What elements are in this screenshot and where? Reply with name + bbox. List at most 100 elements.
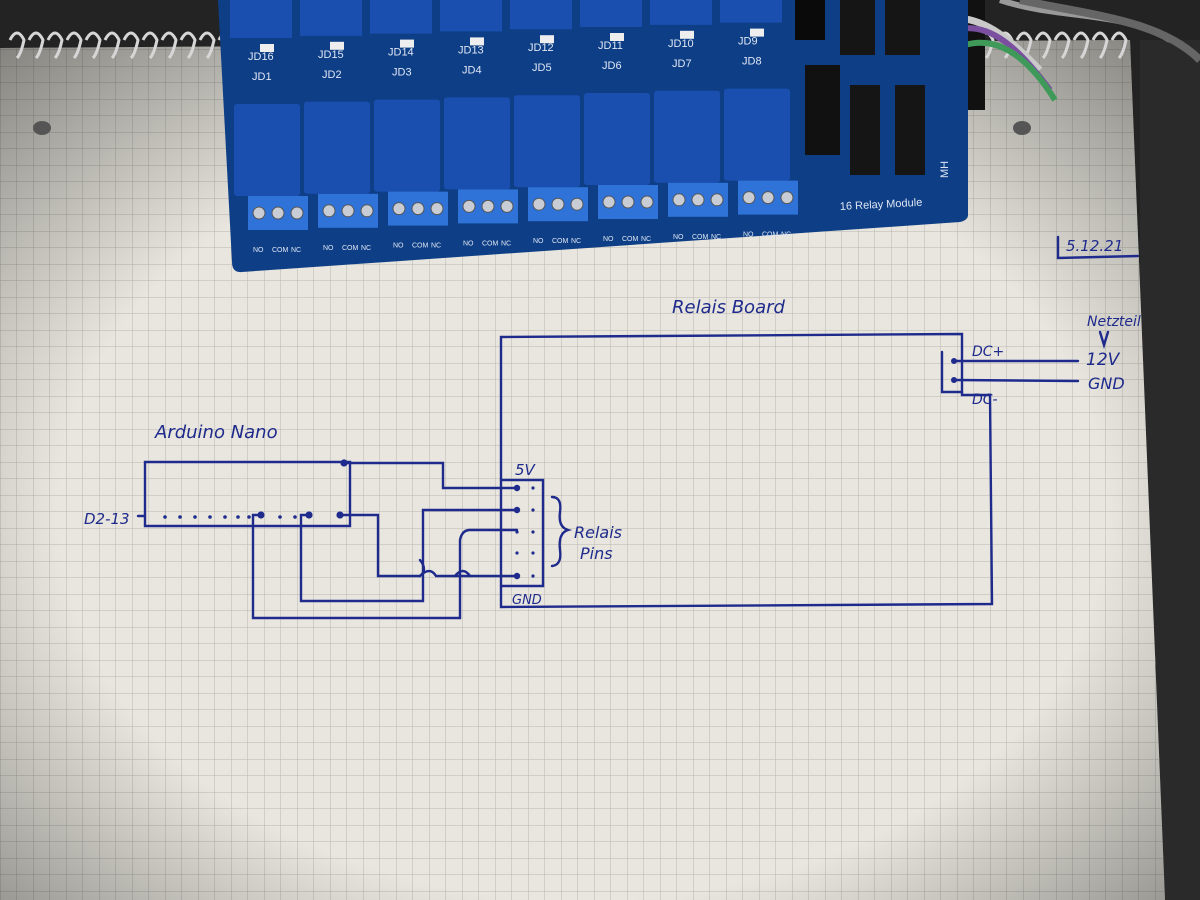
terminal-screw[interactable] xyxy=(430,202,444,216)
terminal-screw[interactable] xyxy=(761,191,775,205)
channel-label-top: JD12 xyxy=(528,42,554,54)
smd-led xyxy=(540,35,554,44)
smd-led xyxy=(750,28,764,37)
top-relay xyxy=(370,0,432,34)
terminal-screw[interactable] xyxy=(742,191,756,205)
terminal-label: NC xyxy=(501,240,511,247)
spiral-coil xyxy=(1034,31,1052,60)
terminal-screw[interactable] xyxy=(252,206,266,220)
terminal-screw[interactable] xyxy=(462,199,476,213)
power-connector xyxy=(940,350,964,394)
terminal-label: NC xyxy=(781,232,791,239)
terminal-label: COM xyxy=(482,240,499,247)
wire-5v xyxy=(342,461,519,490)
channel-label-bottom: JD5 xyxy=(532,62,552,74)
terminal-label: COM xyxy=(272,247,289,254)
terminal-screw[interactable] xyxy=(271,206,285,220)
spiral-coil xyxy=(46,31,64,60)
terminal-label: COM xyxy=(622,236,639,243)
terminal-label: NO xyxy=(253,247,264,254)
spiral-coil xyxy=(198,31,216,60)
spiral-coil xyxy=(122,31,140,60)
smd-led xyxy=(470,37,484,46)
terminal-screw[interactable] xyxy=(551,197,565,211)
relais-pins-line2: Pins xyxy=(580,544,613,563)
channel-label-bottom: JD4 xyxy=(462,64,482,76)
terminal-screw[interactable] xyxy=(640,195,654,209)
relay-body xyxy=(654,90,720,183)
top-relay-row: JD16JD1JD15JD2JD14JD3JD13JD4JD12JD5JD11J… xyxy=(230,0,782,83)
netzteil-arrow xyxy=(1098,330,1110,350)
spiral-coil xyxy=(103,31,121,60)
terminal-screw[interactable] xyxy=(411,202,425,216)
channel-label-top: JD11 xyxy=(598,40,623,52)
relay-board: JD16JD1JD15JD2JD14JD3JD13JD4JD12JD5JD11J… xyxy=(218,0,968,273)
terminal-label: COM xyxy=(552,238,569,245)
arduino-nano-outline xyxy=(143,460,352,528)
channel-label-bottom: JD7 xyxy=(672,58,692,70)
terminal-screw[interactable] xyxy=(602,195,616,209)
dc-plus-label: DC+ xyxy=(972,344,1004,360)
terminal-label: NO xyxy=(463,240,474,247)
terminal-label: NO xyxy=(533,238,544,245)
relay-body xyxy=(514,95,580,188)
terminal-screw[interactable] xyxy=(710,193,724,207)
top-relay xyxy=(580,0,642,27)
top-relay xyxy=(230,0,292,38)
smd-led xyxy=(610,33,624,41)
spiral-coil xyxy=(84,31,102,60)
channel-label-bottom: JD8 xyxy=(742,56,762,68)
terminal-screw[interactable] xyxy=(691,193,705,207)
terminal-screw[interactable] xyxy=(360,204,374,218)
terminal-screw[interactable] xyxy=(392,202,406,216)
channel-label-bottom: JD6 xyxy=(602,60,622,72)
top-relay xyxy=(650,0,712,25)
top-relay xyxy=(510,0,572,30)
terminal-screw[interactable] xyxy=(341,204,355,218)
terminal-screw[interactable] xyxy=(322,204,336,218)
junction-dots xyxy=(163,358,957,580)
voltage-label: 12V xyxy=(1086,350,1121,370)
pins-range-label: D2-13 xyxy=(84,510,130,528)
terminal-label: NO xyxy=(603,236,614,243)
relais-board-title: Relais Board xyxy=(672,297,786,318)
terminal-label: NO xyxy=(323,245,334,252)
spiral-coil xyxy=(1110,31,1128,60)
terminal-screw[interactable] xyxy=(500,199,514,213)
relais-pins-line1: Relais xyxy=(574,523,622,542)
relay-body xyxy=(584,93,650,185)
terminal-screw[interactable] xyxy=(621,195,635,209)
relay-pin-header xyxy=(499,478,545,588)
terminal-label: NC xyxy=(641,236,651,243)
terminal-label: NC xyxy=(711,234,721,241)
terminal-screw[interactable] xyxy=(780,191,794,205)
relay-body xyxy=(444,97,510,190)
terminal-label: NO xyxy=(743,232,754,239)
dc-minus-label: DC- xyxy=(972,392,998,408)
relais-pins-brace xyxy=(550,495,573,568)
spiral-coil xyxy=(65,31,83,60)
terminal-screw[interactable] xyxy=(532,197,546,211)
wire-gnd xyxy=(251,513,519,620)
spiral-coil xyxy=(141,31,159,60)
spiral-coil xyxy=(1053,31,1071,60)
smd-led xyxy=(680,30,694,39)
relais-board-outline xyxy=(499,332,994,609)
top-relay xyxy=(440,0,502,32)
relay-body xyxy=(724,88,790,181)
channel-label-top: JD10 xyxy=(668,38,694,50)
channel-label-bottom: JD1 xyxy=(252,71,272,83)
date-box xyxy=(1056,235,1140,260)
channel-label-top: JD14 xyxy=(388,47,414,59)
terminal-screw[interactable] xyxy=(570,197,584,211)
spiral-coil xyxy=(179,31,197,60)
terminal-screw[interactable] xyxy=(672,193,686,207)
terminal-screw[interactable] xyxy=(290,206,304,220)
header-gnd-label: GND xyxy=(512,593,542,608)
power-supply-label: Netzteil xyxy=(1087,314,1141,330)
terminal-screw[interactable] xyxy=(481,199,495,213)
spiral-coil xyxy=(1091,31,1109,60)
header-5v-label: 5V xyxy=(515,461,537,479)
